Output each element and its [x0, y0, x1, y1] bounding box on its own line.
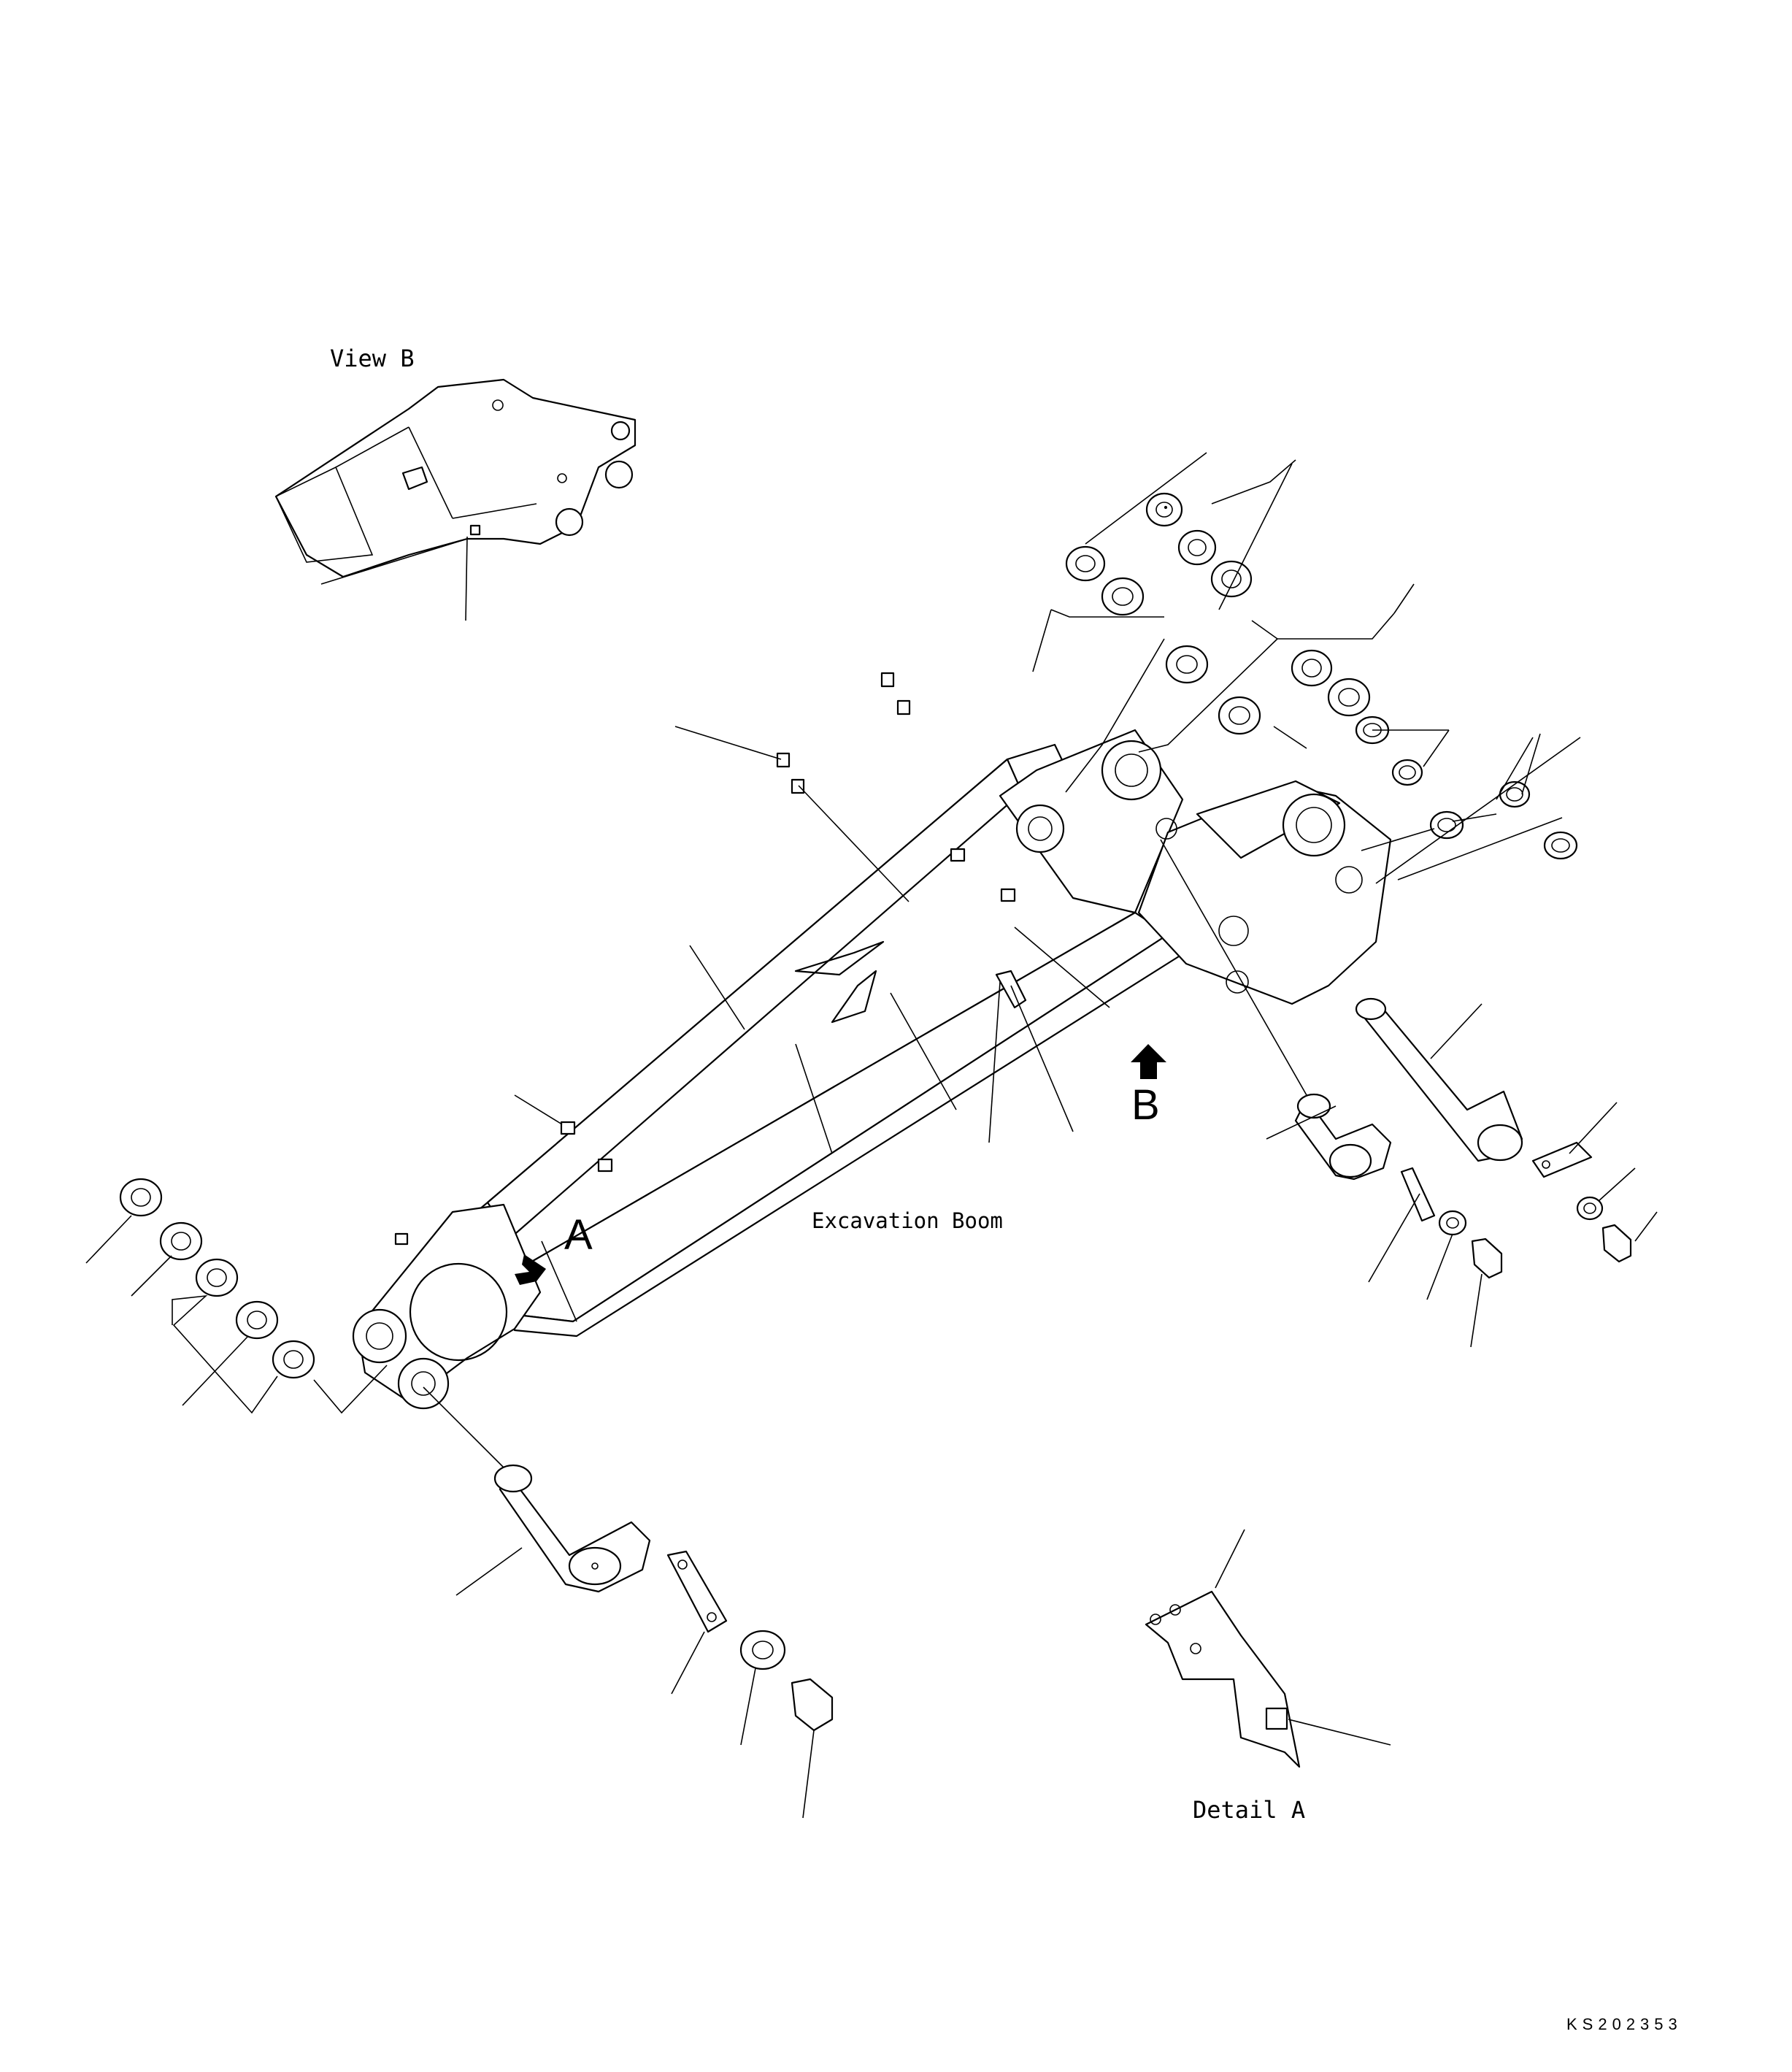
shim-group-top [1065, 492, 1578, 860]
marker-b-label: B [1131, 1081, 1160, 1129]
view-b-drawing [274, 378, 637, 621]
hardware-cylinder [1531, 1141, 1632, 1263]
shim-group-left [119, 1178, 315, 1379]
leader-lines [85, 452, 1658, 1819]
detail-a-label: Detail A [1193, 1796, 1306, 1824]
drawing-code-label: KS202353 [1566, 2015, 1683, 2033]
detail-a-drawing [1145, 1529, 1391, 1768]
excavation-boom [352, 729, 1392, 1410]
view-b-label: View B [330, 345, 415, 372]
hardware-foot [666, 1550, 834, 1732]
excavation-boom-label: Excavation Boom [812, 1208, 1003, 1233]
arrow-b-icon [1131, 1044, 1166, 1079]
marker-a-label: A [564, 1211, 593, 1259]
pin-arm [1294, 1093, 1392, 1181]
hardware-arm [1400, 1167, 1503, 1279]
pin-cylinder [1355, 997, 1523, 1162]
pin-foot [493, 1464, 651, 1593]
arrow-a-icon [515, 1254, 546, 1285]
